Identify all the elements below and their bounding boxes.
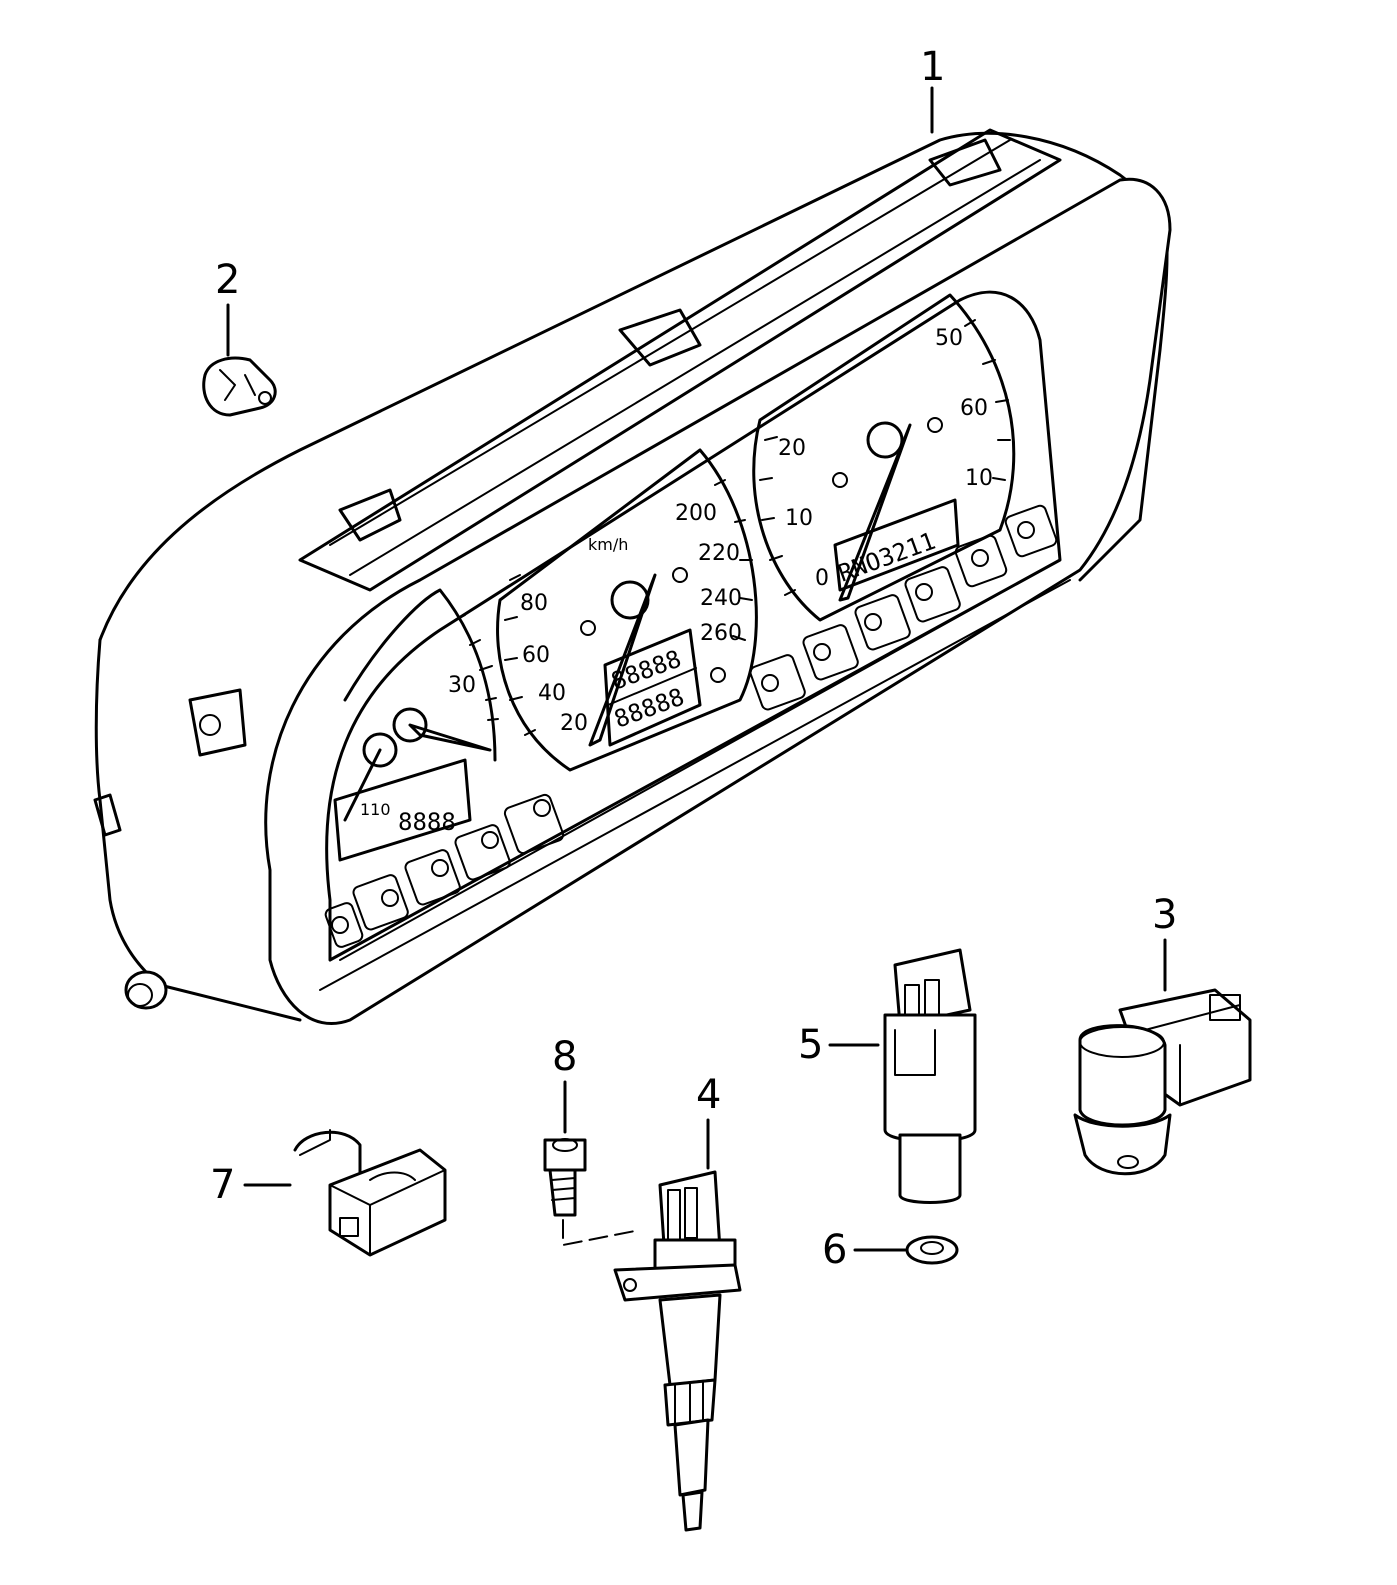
- speed-tick-240: 240: [700, 586, 742, 611]
- callout-leaders: [226, 86, 1167, 1252]
- tacho-tick-10b: 10: [965, 466, 993, 491]
- speed-tick-200: 200: [675, 501, 717, 526]
- speed-tick-60: 60: [522, 643, 550, 668]
- callout-8: 8: [552, 1034, 577, 1080]
- washer-part-6: [905, 1235, 959, 1265]
- speedometer-ticks: [504, 479, 753, 736]
- bolt-part-8: [543, 1138, 641, 1246]
- clip-part: [202, 356, 277, 417]
- left-display-large: 8888: [398, 808, 456, 836]
- tacho-tick-0: 0: [815, 566, 829, 591]
- tachometer-ticks: [759, 319, 1011, 596]
- warning-lights-right: [749, 504, 1058, 711]
- tacho-tick-10: 10: [785, 506, 813, 531]
- sensor-part-5: [883, 948, 977, 1204]
- speed-tick-40: 40: [538, 681, 566, 706]
- left-gauge-tick-label: 30: [448, 673, 476, 698]
- speed-tick-80: 80: [520, 591, 548, 616]
- callout-2: 2: [215, 257, 240, 303]
- speed-sender-part-4: [613, 1170, 742, 1532]
- left-display-small: 110: [360, 800, 391, 819]
- tacho-tick-60: 60: [960, 396, 988, 421]
- left-gauge-ticks: [454, 614, 499, 721]
- speed-tick-220: 220: [698, 541, 740, 566]
- instrument-cluster: 30 110 8888 km/h 80 60 40 20 200 220 240…: [93, 128, 1172, 1026]
- speed-tick-260: 260: [700, 621, 742, 646]
- callout-4: 4: [696, 1072, 721, 1118]
- warning-lights-left: [324, 793, 565, 948]
- connector-part-7: [293, 1129, 447, 1257]
- callout-5: 5: [798, 1022, 823, 1068]
- callout-3: 3: [1152, 892, 1177, 938]
- sensor-part-3: [1073, 988, 1252, 1176]
- callout-6: 6: [822, 1227, 847, 1273]
- speed-tick-20: 20: [560, 711, 588, 736]
- callout-7: 7: [210, 1162, 235, 1208]
- tacho-tick-20: 20: [778, 436, 806, 461]
- callout-1: 1: [920, 44, 945, 90]
- tacho-tick-50: 50: [935, 326, 963, 351]
- speedometer-unit: km/h: [588, 535, 628, 554]
